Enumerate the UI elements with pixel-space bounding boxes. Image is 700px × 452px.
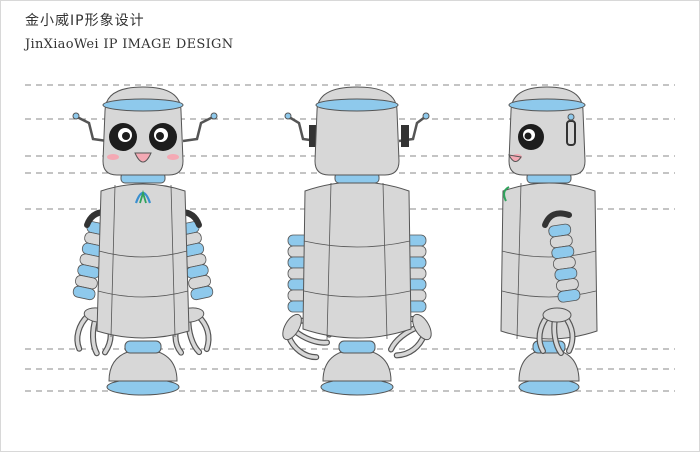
robot-front-view <box>71 86 218 396</box>
title-english: JinXiaoWei IP IMAGE DESIGN <box>25 37 234 52</box>
robot-eyes <box>109 123 177 151</box>
title-chinese: 金小威IP形象设计 <box>25 13 145 29</box>
chest-logo <box>134 189 152 204</box>
robot-back-view <box>277 86 435 396</box>
robot-side-view <box>500 86 598 396</box>
